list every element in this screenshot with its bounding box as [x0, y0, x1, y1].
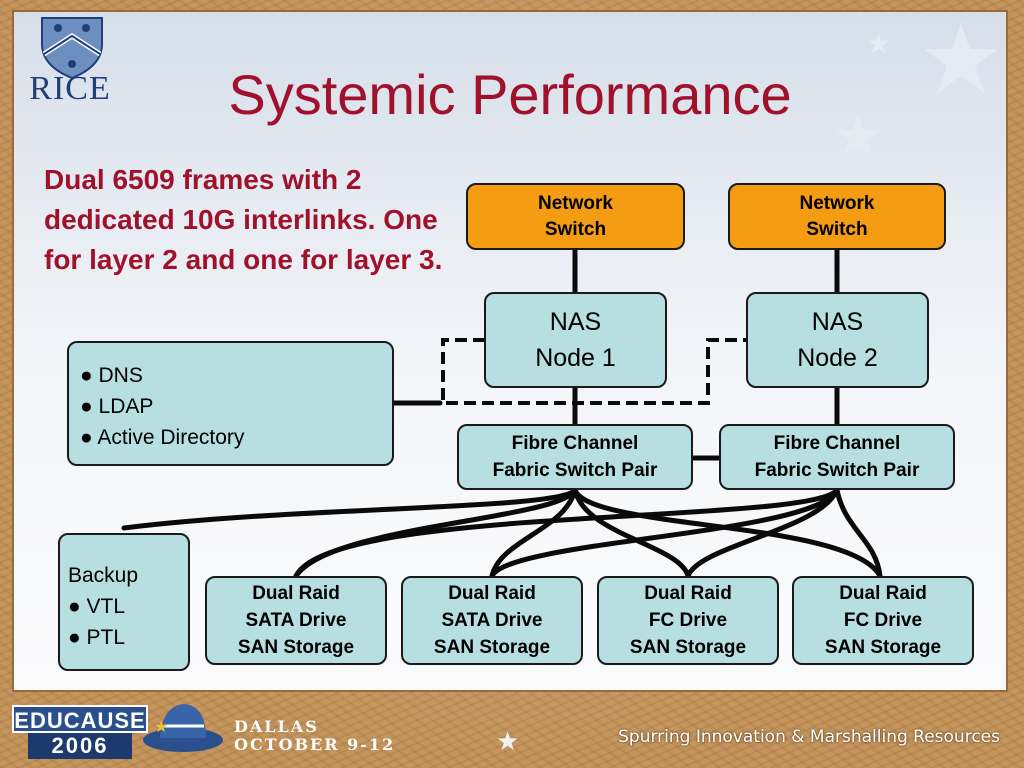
backup-title: Backup	[68, 564, 139, 587]
nas-node-2-line-1: NAS	[811, 308, 864, 336]
fabric-switch-pair-2: Fibre Channel Fabric Switch Pair	[719, 424, 955, 490]
san-storage-1-line-1: Dual Raid	[252, 583, 340, 604]
network-switch-2-line-2: Switch	[806, 218, 868, 240]
slide-title: Systemic Performance	[228, 63, 792, 126]
san-storage-2: Dual Raid SATA Drive SAN Storage	[401, 576, 583, 665]
san-storage-3-line-1: Dual Raid	[644, 583, 732, 604]
nas-node-1-line-1: NAS	[549, 308, 602, 336]
fabric-switch-1-line-1: Fibre Channel	[511, 433, 639, 454]
service-item-active-directory: ● Active Directory	[80, 426, 245, 449]
network-switch-2: Network Switch	[728, 183, 946, 250]
conference-year: 2006	[28, 733, 132, 759]
san-storage-4-line-1: Dual Raid	[839, 583, 927, 604]
directory-services-box: ● DNS ● LDAP ● Active Directory	[67, 341, 394, 466]
san-storage-1: Dual Raid SATA Drive SAN Storage	[205, 576, 387, 665]
conference-location: Dallas October 9-12	[234, 718, 395, 754]
san-storage-1-line-2: SATA Drive	[245, 610, 347, 631]
network-switch-1-line-2: Switch	[544, 218, 607, 240]
san-storage-2-line-3: SAN Storage	[433, 637, 551, 658]
svg-text:★: ★	[154, 717, 168, 736]
conference-dates: October 9-12	[234, 735, 396, 754]
network-switch-1-line-1: Network	[538, 192, 613, 214]
san-storage-4-line-3: SAN Storage	[824, 637, 942, 658]
service-item-ldap: ● LDAP	[80, 395, 154, 418]
network-switch-2-line-1: Network	[799, 192, 875, 214]
backup-box: Backup ● VTL ● PTL	[58, 533, 190, 671]
star-icon: ★	[832, 104, 884, 169]
san-storage-1-line-3: SAN Storage	[237, 637, 355, 658]
star-icon: ★	[918, 6, 1005, 113]
san-storage-3-line-2: FC Drive	[648, 610, 728, 631]
fabric-switch-2-line-2: Fabric Switch Pair	[754, 460, 920, 481]
san-storage-2-line-2: SATA Drive	[441, 610, 543, 631]
rice-shield-icon	[41, 17, 103, 80]
backup-item-vtl: ● VTL	[68, 595, 126, 618]
educause-logo: EDUCAUSE	[12, 705, 148, 733]
conference-city: Dallas	[234, 717, 319, 736]
slide-subtitle: Dual 6509 frames with 2 dedicated 10G in…	[44, 164, 443, 275]
nas-node-2-line-2: Node 2	[797, 344, 878, 372]
san-storage-2-line-1: Dual Raid	[448, 583, 536, 604]
cowboy-hat-icon: ★	[143, 704, 223, 752]
fabric-switch-pair-1: Fibre Channel Fabric Switch Pair	[457, 424, 693, 490]
star-icon: ★	[496, 726, 520, 756]
fabric-switch-2-line-1: Fibre Channel	[773, 433, 901, 454]
network-switch-1: Network Switch	[466, 183, 685, 250]
nas-node-2: NAS Node 2	[746, 292, 929, 388]
san-storage-4: Dual Raid FC Drive SAN Storage	[792, 576, 974, 665]
san-storage-3-line-3: SAN Storage	[629, 637, 747, 658]
logo-text: RICE	[29, 70, 111, 107]
fabric-switch-1-line-2: Fabric Switch Pair	[492, 460, 658, 481]
nas-node-1: NAS Node 1	[484, 292, 667, 388]
san-storage-3: Dual Raid FC Drive SAN Storage	[597, 576, 779, 665]
san-storage-4-line-2: FC Drive	[843, 610, 923, 631]
nas-node-1-line-2: Node 1	[535, 344, 616, 372]
backup-item-ptl: ● PTL	[68, 626, 126, 649]
star-icon: ★	[866, 28, 892, 59]
service-item-dns: ● DNS	[80, 364, 143, 387]
conference-tagline: Spurring Innovation & Marshalling Resour…	[618, 727, 1000, 747]
